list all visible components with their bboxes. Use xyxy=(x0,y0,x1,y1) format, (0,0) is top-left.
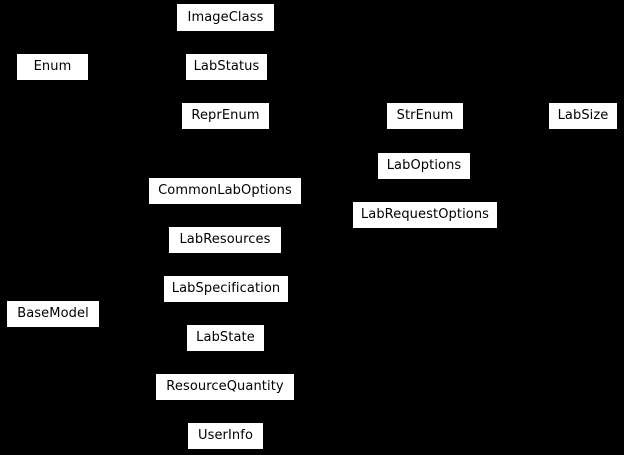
class-node-label: CommonLabOptions xyxy=(158,183,292,198)
class-node-label: LabStatus xyxy=(193,59,260,74)
class-node-resourcequantity[interactable]: ResourceQuantity xyxy=(155,373,295,401)
class-node-commonlaboptions[interactable]: CommonLabOptions xyxy=(148,177,302,205)
class-node-label: LabRequestOptions xyxy=(360,207,490,222)
edge-basemodel-to-resourcequantity xyxy=(99,313,156,388)
edge-basemodel-to-commonlaboptions xyxy=(99,190,149,315)
class-node-labstatus[interactable]: LabStatus xyxy=(185,53,268,81)
class-node-label: LabState xyxy=(196,330,255,345)
class-node-label: ResourceQuantity xyxy=(166,379,284,394)
class-node-label: Enum xyxy=(33,59,72,74)
class-node-label: LabResources xyxy=(179,232,271,247)
class-node-label: ReprEnum xyxy=(191,108,260,123)
edge-basemodel-to-labstate xyxy=(99,313,187,339)
class-node-userinfo[interactable]: UserInfo xyxy=(187,422,264,450)
class-node-label: LabSpecification xyxy=(171,281,281,296)
class-node-imageclass[interactable]: ImageClass xyxy=(176,3,275,32)
class-node-reprenum[interactable]: ReprEnum xyxy=(181,102,270,130)
class-node-labresources[interactable]: LabResources xyxy=(168,226,282,254)
class-node-label: LabSize xyxy=(557,108,609,123)
class-node-strenum[interactable]: StrEnum xyxy=(386,102,464,130)
edge-basemodel-to-labresources xyxy=(99,239,169,315)
class-node-label: ImageClass xyxy=(187,9,264,25)
edge-enum-to-imageclass xyxy=(88,17,177,68)
class-node-labsize[interactable]: LabSize xyxy=(548,102,618,130)
class-node-label: UserInfo xyxy=(197,428,254,443)
class-node-labrequestoptions[interactable]: LabRequestOptions xyxy=(352,201,498,229)
edge-basemodel-to-labspecification xyxy=(99,288,164,315)
class-node-labstate[interactable]: LabState xyxy=(186,324,265,352)
class-node-laboptions[interactable]: LabOptions xyxy=(377,152,471,180)
edge-commonlaboptions-to-labrequestoptions xyxy=(301,190,353,216)
class-node-label: BaseModel xyxy=(17,306,89,321)
class-node-enum[interactable]: Enum xyxy=(16,53,89,81)
class-node-label: StrEnum xyxy=(396,108,454,123)
class-node-labspecification[interactable]: LabSpecification xyxy=(163,275,289,303)
class-node-basemodel[interactable]: BaseModel xyxy=(6,300,100,328)
class-node-label: LabOptions xyxy=(386,158,462,173)
edge-enum-to-reprenum xyxy=(88,66,182,117)
